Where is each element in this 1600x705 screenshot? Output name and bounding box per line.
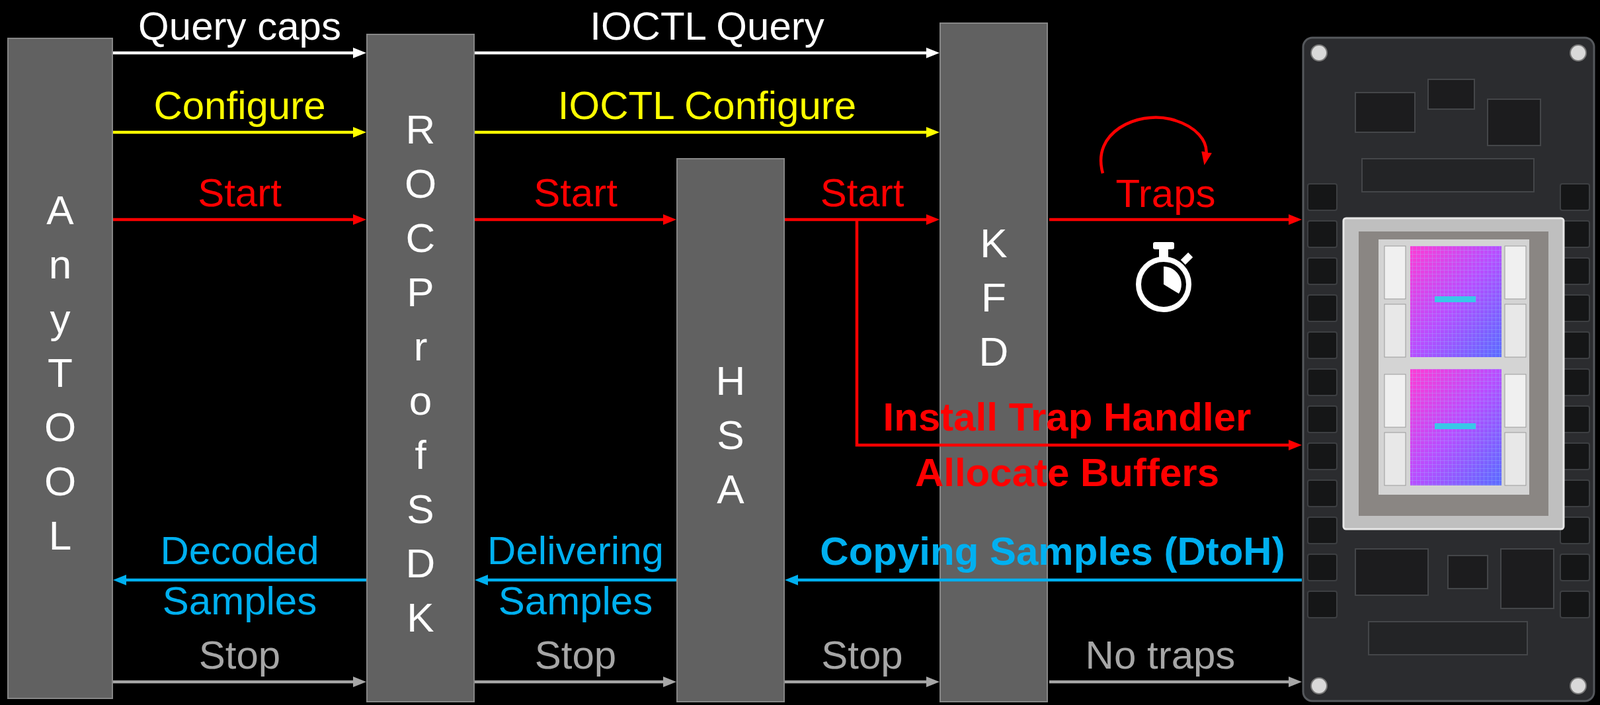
connector-pad: [1560, 442, 1590, 470]
connector-pad: [1560, 331, 1590, 359]
board-chip: [1447, 555, 1488, 589]
connector-pad: [1307, 183, 1337, 211]
component-name: KFD: [979, 216, 1009, 379]
install-arrow: [856, 219, 1293, 445]
repeat-arrow: [1100, 117, 1206, 174]
component-bar: KFD: [939, 22, 1048, 703]
memory-stack: [1384, 374, 1406, 428]
memory-stack: [1504, 304, 1526, 358]
component-name: ROCProf SDK: [404, 102, 437, 645]
connector-pad: [1560, 294, 1590, 322]
connector-pad: [1307, 405, 1337, 433]
memory-stack: [1384, 432, 1406, 486]
connector-pad: [1307, 220, 1337, 248]
connector-pad: [1307, 442, 1337, 470]
compute-die: [1410, 368, 1502, 486]
gpu-board: [1303, 37, 1595, 701]
edge-label: Start: [820, 169, 905, 216]
edge-label: IOCTL Configure: [558, 82, 857, 129]
connector-pad: [1560, 405, 1590, 433]
flow-arrow: [474, 680, 668, 684]
edge-label: IOCTL Query: [589, 3, 825, 49]
connector-pad: [1307, 554, 1337, 581]
component-bar: HSA: [676, 158, 785, 703]
memory-stack: [1504, 432, 1526, 486]
component-bar: ROCProf SDK: [366, 33, 475, 703]
annotation-label: Allocate Buffers: [915, 449, 1220, 496]
board-chip: [1500, 548, 1554, 609]
annotation-label: Traps: [1115, 170, 1216, 217]
mounting-hole: [1311, 44, 1327, 61]
flow-arrow: [113, 680, 358, 684]
connector-pad: [1307, 257, 1337, 285]
connector-pad: [1307, 480, 1337, 507]
board-chip: [1361, 158, 1534, 192]
connector-pad: [1560, 480, 1590, 507]
stopwatch-icon: [1163, 266, 1182, 294]
board-chip: [1487, 99, 1541, 146]
connector-pad: [1560, 183, 1590, 211]
component-bar: Any TOOL: [7, 37, 114, 699]
connector-pad: [1560, 517, 1590, 544]
board-chip: [1355, 92, 1415, 133]
flow-arrow: [474, 51, 931, 55]
board-chip: [1428, 79, 1475, 110]
board-chip: [1355, 548, 1429, 596]
die-stripe: [1434, 296, 1476, 303]
annotation-label: Install Trap Handler: [883, 394, 1252, 440]
annotation-label: No traps: [1085, 632, 1236, 678]
connector-pad: [1307, 591, 1337, 618]
memory-stack: [1384, 245, 1406, 299]
chip-package: [1343, 218, 1564, 529]
edge-label: Start: [533, 169, 618, 216]
memory-stack: [1504, 374, 1526, 428]
mounting-hole: [1570, 677, 1587, 694]
trap-arrow: [1049, 218, 1293, 222]
connector-pad: [1307, 517, 1337, 544]
stopwatch-icon: [1159, 248, 1169, 260]
stopwatch-icon: [1153, 241, 1175, 250]
flow-arrow: [113, 218, 358, 222]
flow-arrow: [113, 51, 358, 55]
interposer: [1378, 239, 1530, 495]
die-texture: [1410, 245, 1502, 358]
stopwatch-icon: [1180, 252, 1193, 265]
edge-label: Stop: [534, 632, 617, 678]
connector-pad: [1307, 294, 1337, 322]
package-substrate: [1358, 231, 1549, 516]
annotation-label: Copying Samples (DtoH): [819, 528, 1285, 574]
mounting-hole: [1311, 677, 1327, 694]
flow-arrow: [474, 218, 668, 222]
mounting-hole: [1570, 44, 1587, 61]
memory-stack: [1504, 245, 1526, 299]
die-stripe: [1434, 423, 1476, 430]
flow-arrow: [113, 130, 358, 135]
no-trap-arrow: [1049, 680, 1293, 684]
connector-pad: [1560, 591, 1590, 618]
edge-label: Start: [197, 169, 282, 216]
edge-label: Decoded Samples: [160, 525, 319, 627]
connector-pad: [1307, 368, 1337, 396]
stopwatch-icon: [1138, 259, 1189, 310]
compute-die: [1410, 245, 1502, 358]
flow-arrow: [784, 680, 931, 684]
edge-label: Configure: [153, 82, 326, 129]
component-name: HSA: [716, 353, 746, 517]
component-name: Any TOOL: [44, 183, 77, 563]
edge-label: Query caps: [138, 3, 342, 49]
edge-label: Stop: [821, 632, 903, 678]
flow-arrow: [474, 130, 931, 135]
connector-pad: [1560, 257, 1590, 285]
memory-stack: [1384, 304, 1406, 358]
copy-arrow: [794, 578, 1302, 582]
edge-label: Delivering Samples: [487, 525, 664, 627]
board-chip: [1368, 621, 1528, 655]
connector-pad: [1307, 331, 1337, 359]
connector-pad: [1560, 220, 1590, 248]
connector-pad: [1560, 368, 1590, 396]
edge-label: Stop: [199, 632, 281, 678]
die-texture: [1410, 368, 1502, 486]
connector-pad: [1560, 554, 1590, 581]
